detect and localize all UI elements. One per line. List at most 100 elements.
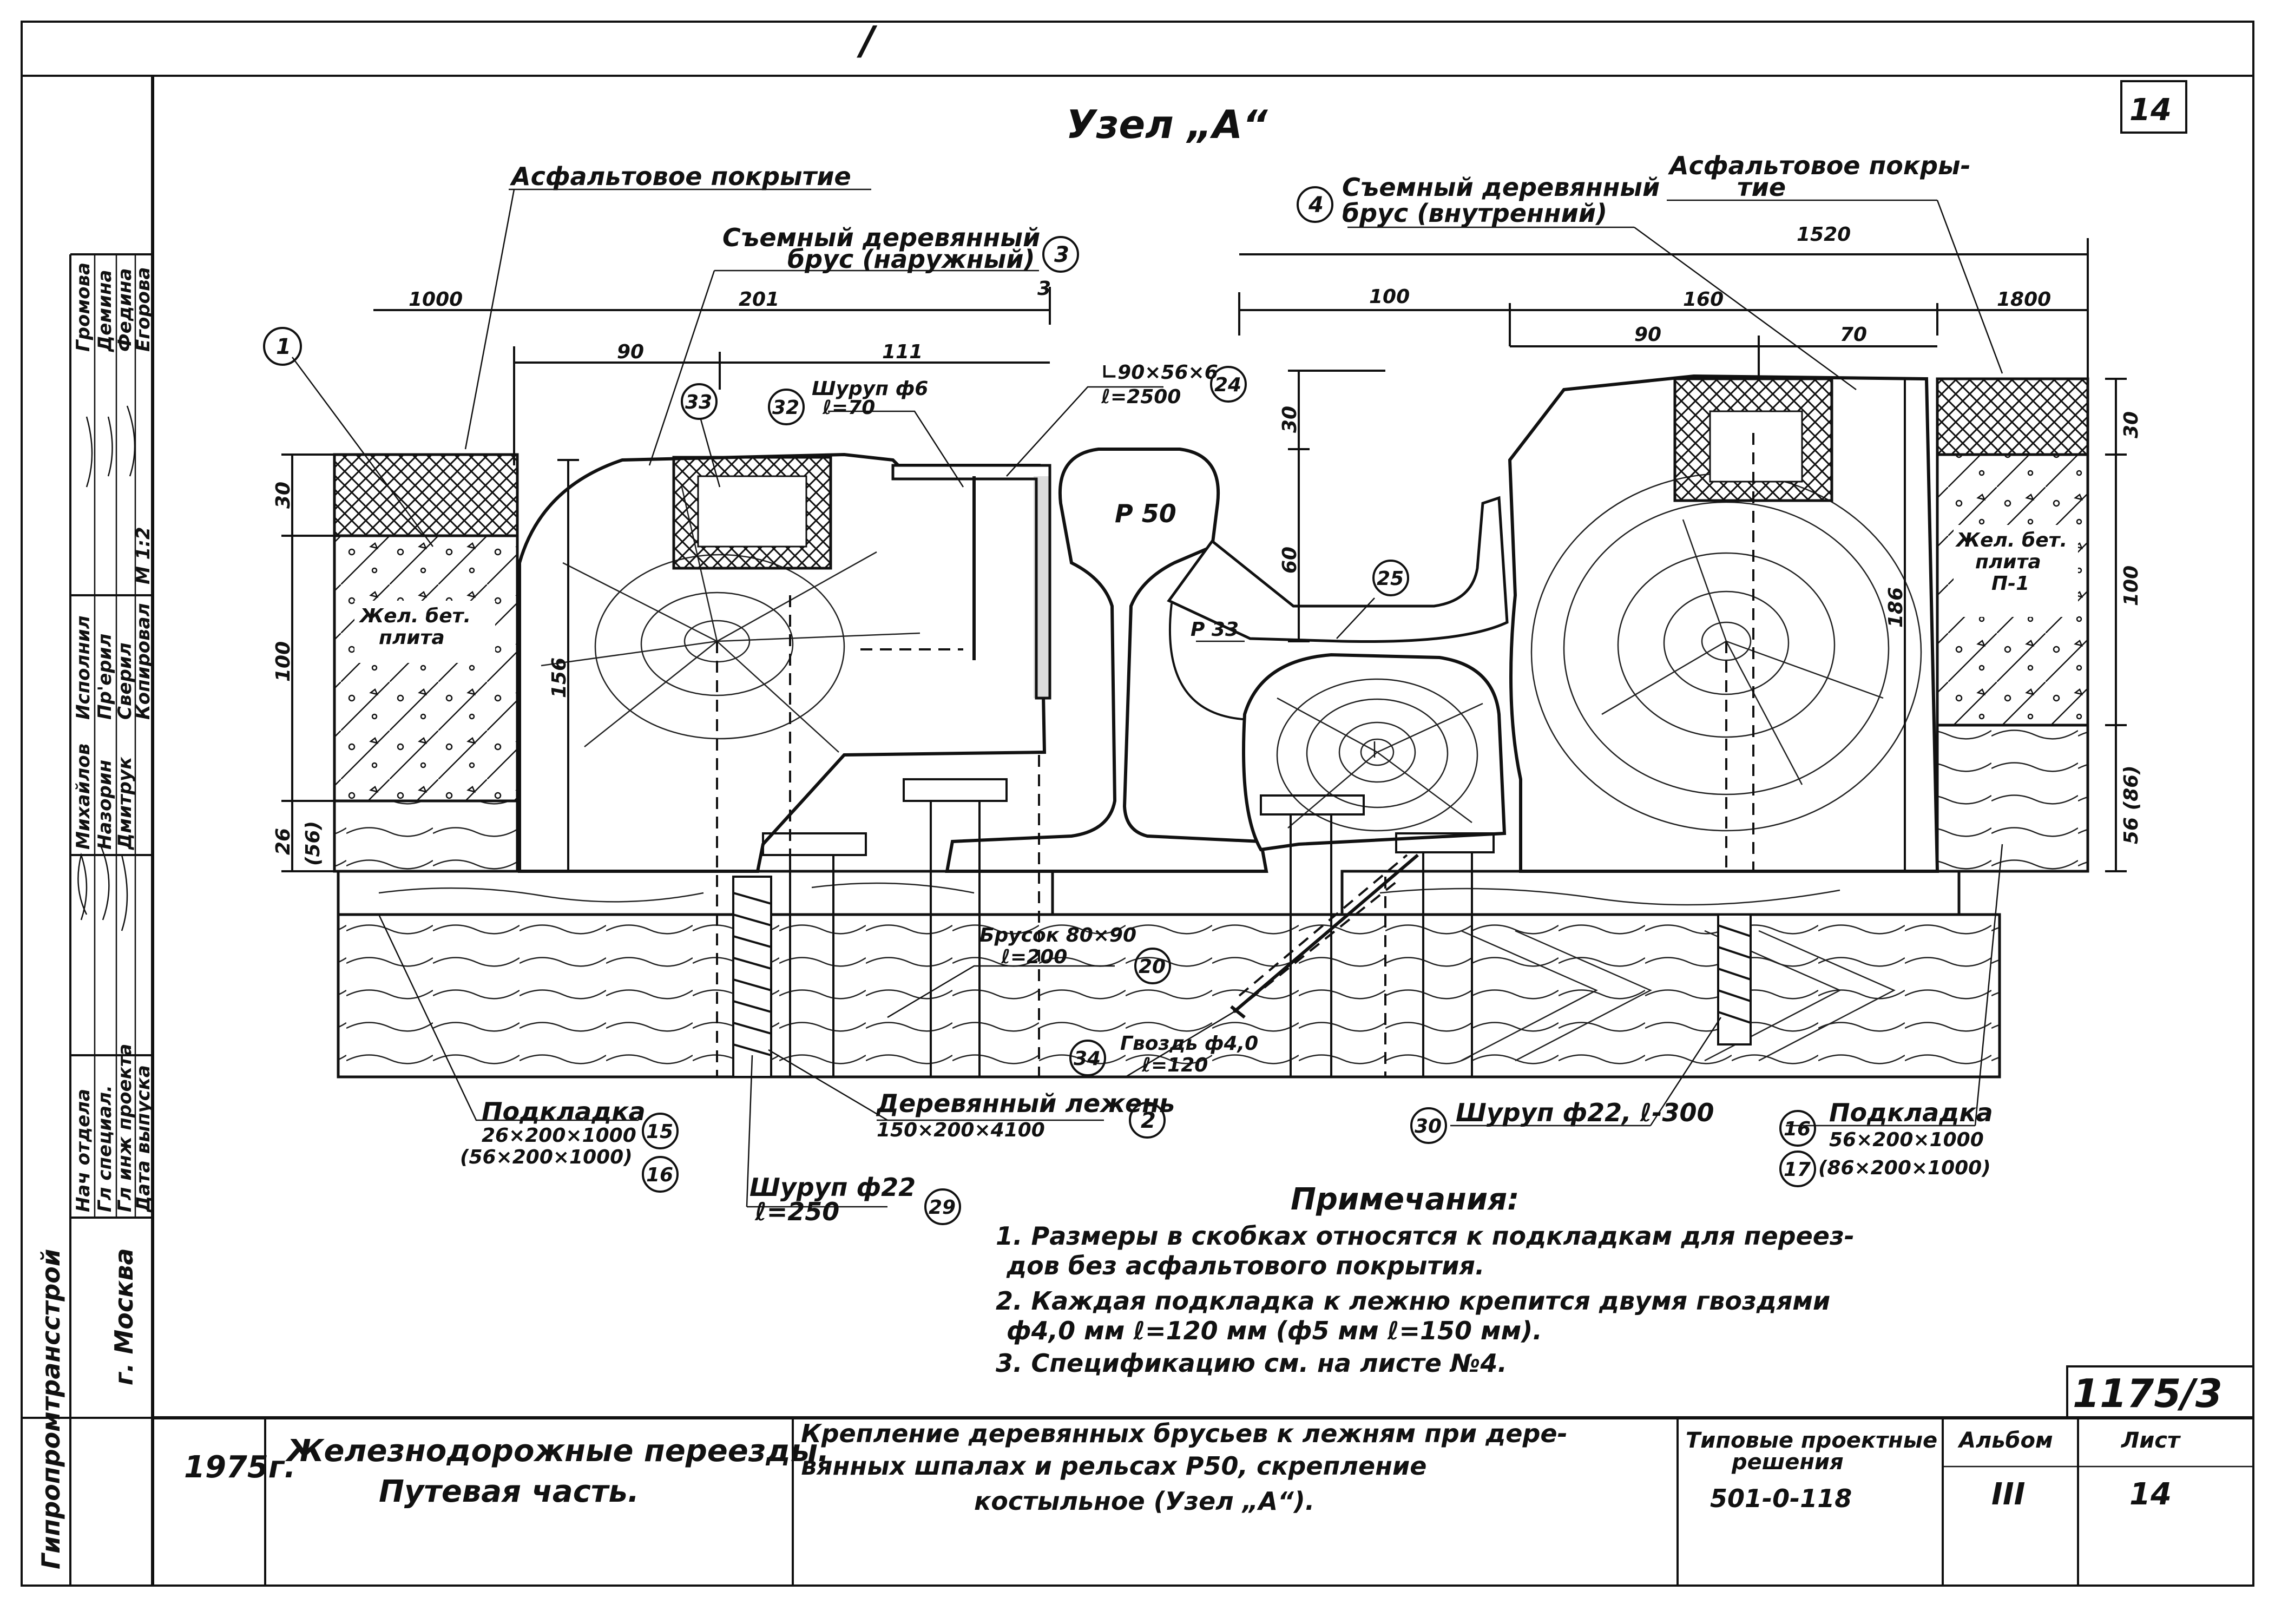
label-outer-beam-2: брус (наружный) xyxy=(787,245,1035,274)
callout-33: 33 xyxy=(685,391,712,413)
label-screw22-right: Шуруп ф22, ℓ-300 xyxy=(1456,1098,1714,1127)
concrete-slab-left xyxy=(333,534,519,803)
label-sleeper-1: Деревянный лежень xyxy=(876,1089,1175,1118)
rail-p50 xyxy=(945,448,1268,873)
slab-label-bg-r xyxy=(1954,525,2078,617)
series-number: 501-0-118 xyxy=(1710,1484,1852,1513)
label-slab-right-1: Жел. бет. xyxy=(1955,529,2067,551)
label-nail-1: Гвоздь ф4,0 xyxy=(1120,1033,1258,1055)
dim-70: 70 xyxy=(1840,324,1867,346)
role-4: Дата выпуска xyxy=(133,1065,154,1213)
note-1-line-2: дов без асфальтового покрытия. xyxy=(1006,1251,1484,1280)
task-4: Копировал xyxy=(133,603,154,720)
callout-24: 24 xyxy=(1214,374,1241,396)
label-angle-2: ℓ=2500 xyxy=(1101,386,1181,408)
label-slab-left-1: Жел. бет. xyxy=(358,605,471,627)
dim-186: 186 xyxy=(1885,587,1907,628)
dim-156: 156 xyxy=(548,658,570,698)
callout-4: 4 xyxy=(1308,193,1324,218)
subject-line-2: Путевая часть. xyxy=(379,1474,639,1509)
org-name: Гипропромтрансстрой xyxy=(36,1249,65,1569)
note-3: 3. Спецификацию см. на листе №4. xyxy=(996,1349,1507,1378)
dim-100-right: 100 xyxy=(2120,566,2142,606)
signer-1: Михайлов xyxy=(73,744,94,850)
task-3: Сверил xyxy=(114,642,136,720)
label-pad-left-2: (56×200×1000) xyxy=(460,1146,633,1168)
dim-30-right: 30 xyxy=(2120,411,2142,438)
desc-line-2: вянных шпалах и рельсах Р50, скрепление xyxy=(801,1451,1426,1481)
label-pad-right-title: Подкладка xyxy=(1829,1098,1993,1127)
dim-30-mid: 30 xyxy=(1279,406,1301,433)
name-3: Федина xyxy=(114,268,136,352)
callout-20: 20 xyxy=(1139,956,1166,978)
callout-15: 15 xyxy=(646,1121,673,1143)
subject-line-1: Железнодорожные переезды. xyxy=(285,1434,829,1469)
asphalt-right xyxy=(1936,377,2089,456)
label-screw6-2: ℓ=70 xyxy=(822,397,875,419)
label-pad-left-1: 26×200×1000 xyxy=(482,1125,636,1147)
sheet-label: Лист xyxy=(2121,1428,2181,1453)
label-nail-2: ℓ=120 xyxy=(1141,1054,1208,1076)
label-screw22-1: Шуруп ф22 xyxy=(749,1173,916,1202)
series-line-2: решения xyxy=(1731,1450,1844,1475)
role-3: Гл инж проекта xyxy=(114,1044,136,1212)
signer-3: Дмитрук xyxy=(114,757,136,850)
pad-grain xyxy=(378,882,1840,906)
role-1: Нач отдела xyxy=(73,1089,94,1212)
title-block: 1975г. Железнодорожные переезды. Путевая… xyxy=(153,1365,2254,1586)
dim-90-left: 90 xyxy=(617,341,644,363)
album-label: Альбом xyxy=(1957,1428,2053,1453)
pad-right xyxy=(1340,870,1961,916)
callout-17: 17 xyxy=(1784,1159,1811,1181)
callout-markers: 1 3 4 33 32 24 25 20 34 2 15 16 29 30 16… xyxy=(263,186,1816,1225)
series-line-1: Типовые проектные xyxy=(1686,1428,1937,1453)
desc-line-1: Крепление деревянных брусьев к лежням пр… xyxy=(801,1419,1568,1448)
scale: М 1:2 xyxy=(133,527,154,584)
leader-lines xyxy=(291,188,2003,1208)
callout-32: 32 xyxy=(772,397,799,419)
note-2-line-1: 2. Каждая подкладка к лежню крепится дву… xyxy=(996,1286,1830,1316)
label-inner-beam-1: Съемный деревянный xyxy=(1342,173,1660,202)
notes-heading: Примечания: xyxy=(1291,1182,1519,1217)
callout-29: 29 xyxy=(929,1196,956,1219)
dim-1000: 1000 xyxy=(409,288,463,311)
dim-56-86-right: 56 (86) xyxy=(2120,765,2142,844)
dim-1800: 1800 xyxy=(1997,288,2051,311)
label-bar-2: ℓ=200 xyxy=(1001,946,1067,968)
dim-160: 160 xyxy=(1683,288,1724,311)
dim-100-top: 100 xyxy=(1369,286,1410,308)
callout-16-right: 16 xyxy=(1784,1118,1811,1140)
label-slab-left-2: плита xyxy=(379,627,445,649)
wood-block-right xyxy=(1936,724,2089,873)
dim-26: 26 xyxy=(272,828,294,855)
rail-spikes xyxy=(762,778,1495,1077)
dim-56-left: (56) xyxy=(302,821,324,866)
sleeper-grain-chevron xyxy=(1461,930,1896,1062)
hidden-lines xyxy=(716,433,1754,1077)
org-city: г. Москва xyxy=(109,1248,139,1385)
wood-block-left xyxy=(333,799,519,873)
signer-2: Назорин xyxy=(94,760,116,850)
dim-1520: 1520 xyxy=(1797,223,1851,246)
label-asphalt-right-1: Асфальтовое покры- xyxy=(1668,151,1971,180)
label-inner-beam-2: брус (внутренний) xyxy=(1342,199,1607,228)
callout-25: 25 xyxy=(1377,568,1404,590)
label-pad-right-2: (86×200×1000) xyxy=(1818,1157,1991,1179)
callout-30: 30 xyxy=(1415,1115,1442,1138)
note-1-line-1: 1. Размеры в скобках относятся к подклад… xyxy=(996,1221,1855,1251)
label-slab-right-3: П-1 xyxy=(1991,573,2029,595)
label-rail-p50: Р 50 xyxy=(1115,499,1176,528)
dimension-values: 1000 201 3 90 111 1520 100 160 1800 90 7… xyxy=(272,223,2142,866)
desc-line-3: костыльное (Узел „А“). xyxy=(974,1487,1314,1516)
dim-201: 201 xyxy=(739,288,779,311)
name-1: Громова xyxy=(73,262,94,352)
dimension-lines xyxy=(281,238,2127,872)
inner-beam-growth-rings xyxy=(1530,472,1922,832)
role-2: Гл специал. xyxy=(94,1085,116,1212)
steel-angle-90x56x6 xyxy=(891,464,1051,700)
label-screw22-2: ℓ=250 xyxy=(754,1197,839,1226)
callout-2: 2 xyxy=(1141,1108,1156,1133)
corner-mark-sheet-number: 14 xyxy=(2129,93,2172,128)
label-slab-right-2: плита xyxy=(1975,551,2041,573)
